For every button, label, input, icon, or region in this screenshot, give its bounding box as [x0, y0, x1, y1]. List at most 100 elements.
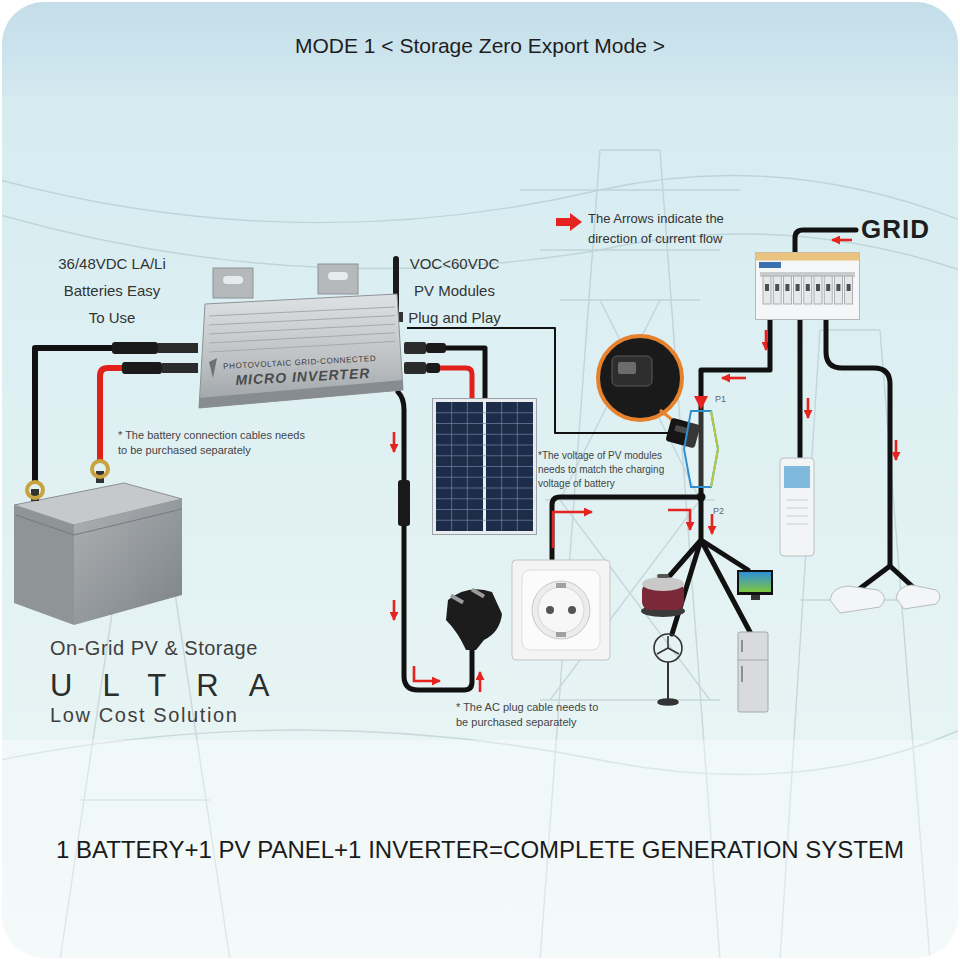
breaker-box	[765, 284, 769, 291]
breaker-box	[755, 252, 860, 320]
note-label: Low Cost Solution	[50, 704, 238, 727]
breaker-box	[756, 253, 860, 320]
current-arrow	[414, 666, 440, 681]
mc4-connector	[122, 362, 162, 374]
wall-socket	[532, 581, 590, 639]
current-arrow	[553, 512, 592, 548]
breaker-box	[826, 284, 830, 291]
mc4-connector	[426, 343, 446, 353]
current-arrow	[832, 239, 852, 242]
legend-arrow	[556, 213, 582, 231]
breaker-box	[806, 284, 810, 291]
wall-socket	[522, 570, 600, 650]
ac-plug	[446, 589, 502, 650]
pv-panel	[436, 412, 533, 413]
breaker-box	[834, 276, 842, 304]
fan	[654, 634, 682, 705]
breaker-box	[845, 276, 853, 304]
fan	[657, 636, 679, 654]
breaker-box	[794, 276, 802, 304]
current-arrow	[765, 330, 768, 350]
node-text: GRID	[861, 214, 930, 245]
pv-panel	[436, 434, 533, 435]
current-arrow	[895, 440, 898, 460]
breaker-box	[763, 276, 771, 304]
mounting-tab	[223, 276, 243, 284]
ac-tower	[786, 500, 808, 524]
ac-wire	[552, 497, 701, 562]
mc4-connector	[404, 342, 426, 354]
pv-panel: VOC<60VDC PV Modules Plug and Play	[432, 398, 537, 535]
ac-tower	[780, 458, 814, 556]
mounting-tab	[318, 264, 358, 294]
breaker-box	[773, 276, 781, 304]
breaker-box	[783, 276, 791, 304]
mc4-connector	[112, 342, 158, 354]
fan	[667, 662, 669, 700]
current-transformer	[711, 411, 718, 487]
television	[737, 570, 773, 595]
breaker-box	[804, 276, 812, 304]
current-arrow	[807, 398, 810, 418]
mc4-connector	[162, 363, 198, 373]
zoom-inset	[598, 336, 682, 420]
wall-socket	[568, 606, 576, 614]
cable	[701, 320, 770, 410]
note-label: * The battery connection cables needs to…	[118, 428, 308, 458]
background	[2, 150, 958, 958]
node-text: P1	[715, 394, 726, 404]
ac-plug	[471, 588, 485, 598]
current-transformer	[683, 410, 719, 488]
breaker-box	[814, 276, 822, 304]
micro-inverter	[209, 324, 395, 334]
battery	[16, 509, 182, 535]
fan	[658, 699, 678, 705]
pv-panel	[436, 455, 533, 456]
micro-inverter	[209, 333, 395, 343]
micro-inverter	[209, 316, 395, 325]
refrigerator	[738, 632, 768, 712]
current-transformer: P1P2	[683, 410, 719, 488]
background	[2, 175, 958, 222]
current-transformer	[684, 411, 718, 487]
battery	[14, 505, 74, 625]
refrigerator	[738, 632, 768, 712]
battery	[32, 455, 38, 483]
pv-panel	[436, 423, 533, 424]
split-ac	[830, 586, 885, 613]
legend-arrow	[556, 213, 582, 231]
pv-panel	[436, 466, 533, 467]
mc4-connector	[158, 343, 198, 353]
rice-cooker	[657, 574, 669, 578]
refrigerator	[741, 666, 743, 682]
pv-panel	[436, 488, 533, 489]
current-arrow	[393, 432, 396, 452]
refrigerator	[738, 660, 768, 661]
ac-wire	[798, 320, 803, 458]
junction-dot	[697, 493, 706, 502]
battery	[74, 499, 182, 625]
node-text: VOC<60VDC PV Modules Plug and Play	[402, 250, 507, 331]
pv-panel	[436, 477, 533, 478]
split-ac	[830, 585, 940, 613]
wall-socket	[512, 560, 610, 660]
zoom-inset	[612, 356, 652, 386]
pv-panel	[436, 520, 533, 521]
split-ac	[896, 585, 940, 609]
wall-socket	[556, 583, 566, 588]
zoom-inset	[598, 336, 683, 430]
node-text: P2	[713, 506, 724, 516]
wall-socket	[538, 587, 584, 633]
wall-socket	[546, 606, 554, 614]
mounting-tab	[213, 264, 358, 298]
ac-plug	[446, 588, 502, 650]
breaker-box: GRID	[755, 252, 860, 320]
pv-panel	[436, 509, 533, 510]
title: MODE 1 < Storage Zero Export Mode >	[0, 34, 960, 58]
battery: 36/48VDC LA/Li Batteries Easy To Use	[12, 455, 184, 627]
ac-tower	[780, 458, 814, 556]
background	[2, 740, 958, 958]
